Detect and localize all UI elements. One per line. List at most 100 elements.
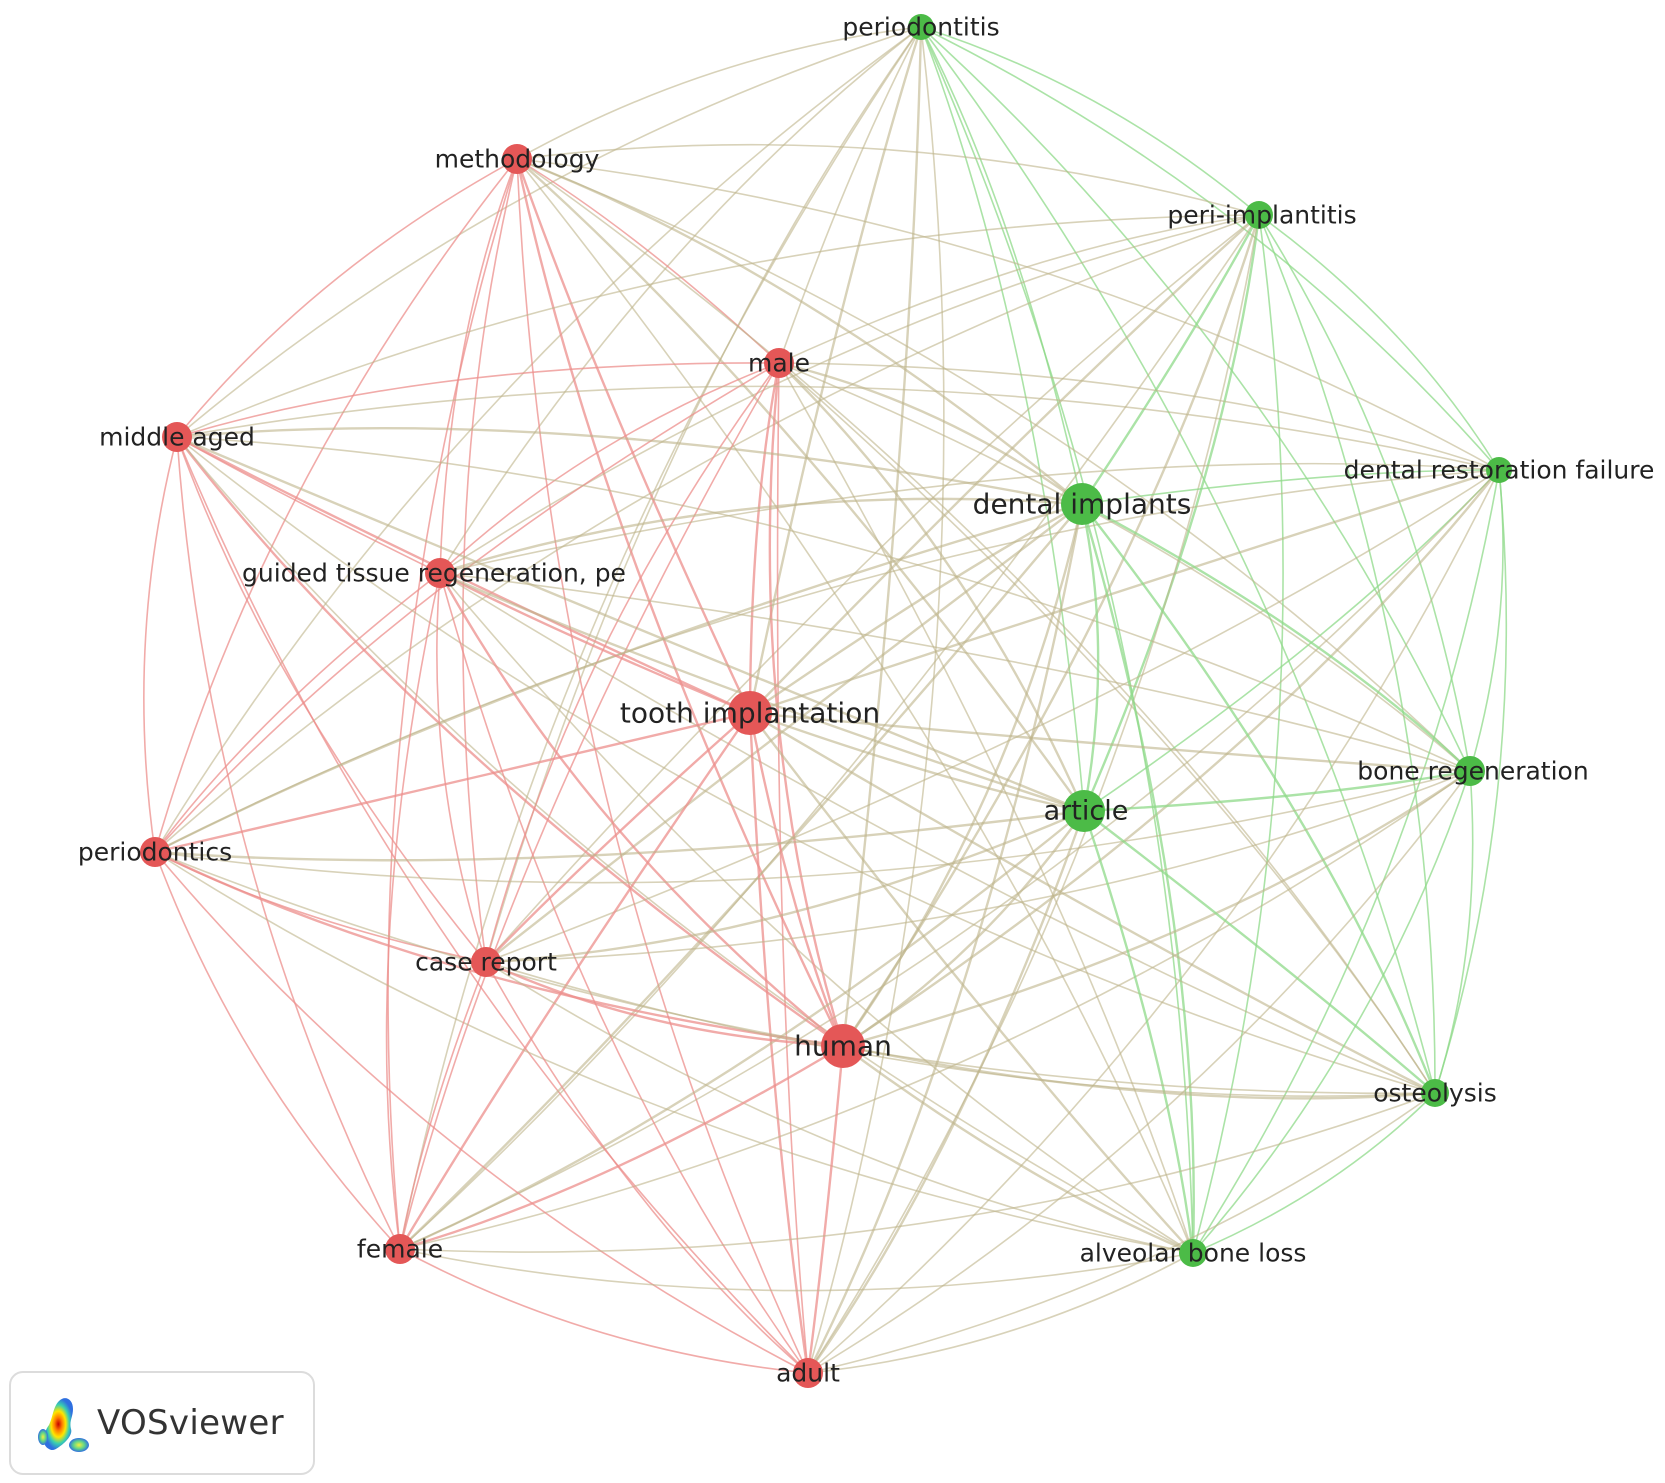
link-dental-implants-article: [1080, 503, 1100, 812]
link-case-report-osteolysis: [485, 961, 1436, 1097]
link-periodontics-alveolar-bone-loss: [154, 851, 1194, 1254]
node-article[interactable]: [1063, 790, 1105, 832]
node-osteolysis[interactable]: [1421, 1079, 1449, 1107]
node-label-methodology: methodology: [435, 145, 600, 174]
link-male-periodontics: [154, 362, 780, 853]
vosviewer-logo-icon: [38, 1398, 89, 1452]
vosviewer-brand-name: VOSviewer: [97, 1403, 284, 1443]
link-middle-aged-osteolysis: [176, 436, 1436, 1094]
link-peri-implantitis-tooth-implantation: [749, 214, 1260, 714]
node-human[interactable]: [821, 1024, 865, 1068]
link-osteolysis-female: [399, 1092, 1436, 1253]
link-dental-restoration-failure-alveolar-bone-loss: [1192, 469, 1500, 1254]
link-middle-aged-adult: [176, 436, 809, 1374]
link-bone-regeneration-human: [842, 770, 1471, 1048]
link-guided-tissue-regeneration-human: [438, 572, 844, 1047]
node-guided-tissue-regeneration[interactable]: [425, 558, 455, 588]
link-tooth-implantation-osteolysis: [749, 711, 1436, 1095]
link-methodology-osteolysis: [516, 158, 1436, 1094]
node-tooth-implantation[interactable]: [728, 691, 772, 735]
node-peri-implantitis[interactable]: [1245, 201, 1273, 229]
link-periodontitis-tooth-implantation: [748, 26, 923, 714]
link-periodontitis-adult: [807, 26, 945, 1374]
node-label-middle-aged: middle aged: [99, 423, 255, 452]
node-middle-aged[interactable]: [162, 422, 192, 452]
link-dental-restoration-failure-bone-regeneration: [1469, 469, 1504, 772]
link-article-alveolar-bone-loss: [1082, 810, 1195, 1254]
node-label-male: male: [748, 349, 810, 378]
link-tooth-implantation-bone-regeneration: [749, 711, 1471, 773]
link-human-adult: [806, 1045, 845, 1374]
node-dental-implants[interactable]: [1061, 483, 1103, 525]
link-tooth-implantation-female: [398, 712, 751, 1250]
link-human-alveolar-bone-loss: [842, 1045, 1194, 1255]
link-dental-implants-human: [842, 503, 1084, 1047]
link-methodology-dental-implants: [516, 157, 1083, 505]
node-periodontics[interactable]: [140, 837, 170, 867]
link-peri-implantitis-article: [1082, 214, 1261, 812]
node-label-adult: adult: [776, 1359, 840, 1388]
link-peri-implantitis-middle-aged: [176, 214, 1260, 438]
node-case-report[interactable]: [471, 947, 501, 977]
nodes-layer: [140, 14, 1512, 1388]
link-dental-restoration-failure-osteolysis: [1434, 469, 1508, 1094]
link-dental-restoration-failure-female: [399, 469, 1500, 1250]
link-peri-implantitis-alveolar-bone-loss: [1192, 214, 1284, 1254]
link-periodontics-female: [154, 851, 401, 1250]
link-guided-tissue-regeneration-tooth-implantation: [439, 571, 751, 715]
link-periodontitis-periodontics: [154, 26, 922, 853]
link-peri-implantitis-guided-tissue-regeneration: [439, 214, 1260, 574]
link-male-bone-regeneration: [778, 362, 1471, 772]
link-osteolysis-adult: [807, 1092, 1436, 1374]
link-bone-regeneration-periodontics: [154, 770, 1471, 884]
node-adult[interactable]: [793, 1358, 823, 1388]
link-dental-implants-guided-tissue-regeneration: [439, 497, 1083, 575]
link-dental-restoration-failure-adult: [807, 469, 1500, 1374]
link-tooth-implantation-adult: [748, 712, 810, 1374]
node-label-human: human: [794, 1030, 892, 1063]
link-tooth-implantation-case-report: [485, 712, 751, 963]
node-label-case-report: case report: [415, 948, 557, 977]
link-article-osteolysis: [1083, 810, 1436, 1094]
link-tooth-implantation-alveolar-bone-loss: [749, 712, 1194, 1254]
link-methodology-peri-implantitis: [516, 143, 1260, 216]
link-periodontics-human: [154, 850, 844, 1048]
node-alveolar-bone-loss[interactable]: [1179, 1239, 1207, 1267]
link-male-guided-tissue-regeneration: [439, 362, 780, 574]
link-article-human: [842, 810, 1085, 1048]
link-methodology-middle-aged: [176, 158, 518, 438]
link-methodology-female: [387, 158, 518, 1250]
link-dental-restoration-failure-dental-implants: [1081, 469, 1500, 505]
link-periodontitis-male: [778, 26, 922, 364]
link-methodology-bone-regeneration: [516, 158, 1471, 772]
link-peri-implantitis-dental-restoration-failure: [1258, 214, 1500, 471]
link-dental-implants-adult: [806, 503, 1084, 1374]
node-female[interactable]: [385, 1234, 415, 1264]
node-methodology[interactable]: [502, 144, 532, 174]
node-periodontitis[interactable]: [908, 14, 934, 40]
link-periodontitis-alveolar-bone-loss: [920, 26, 1194, 1254]
link-bone-regeneration-osteolysis: [1434, 770, 1474, 1094]
link-periodontitis-middle-aged: [176, 26, 922, 438]
link-periodontics-case-report: [154, 851, 487, 963]
labels-layer: periodontitismethodologyperi-implantitis…: [78, 13, 1655, 1388]
node-male[interactable]: [764, 348, 794, 378]
link-middle-aged-human: [176, 436, 844, 1047]
link-middle-aged-alveolar-bone-loss: [176, 436, 1194, 1254]
link-periodontics-adult: [154, 851, 809, 1374]
node-label-tooth-implantation: tooth implantation: [620, 697, 880, 730]
link-male-middle-aged: [176, 362, 780, 438]
link-dental-implants-osteolysis: [1081, 503, 1437, 1094]
link-middle-aged-dental-implants: [176, 427, 1083, 506]
link-peri-implantitis-male: [778, 214, 1260, 364]
link-periodontitis-dental-restoration-failure: [920, 26, 1500, 471]
link-male-case-report: [485, 362, 780, 963]
link-guided-tissue-regeneration-periodontics: [154, 572, 441, 853]
node-bone-regeneration[interactable]: [1455, 756, 1485, 786]
link-periodontitis-human: [841, 26, 923, 1047]
link-alveolar-bone-loss-adult: [807, 1252, 1194, 1374]
link-guided-tissue-regeneration-article: [439, 571, 1085, 813]
node-dental-restoration-failure[interactable]: [1486, 457, 1512, 483]
link-human-female: [399, 1044, 844, 1251]
